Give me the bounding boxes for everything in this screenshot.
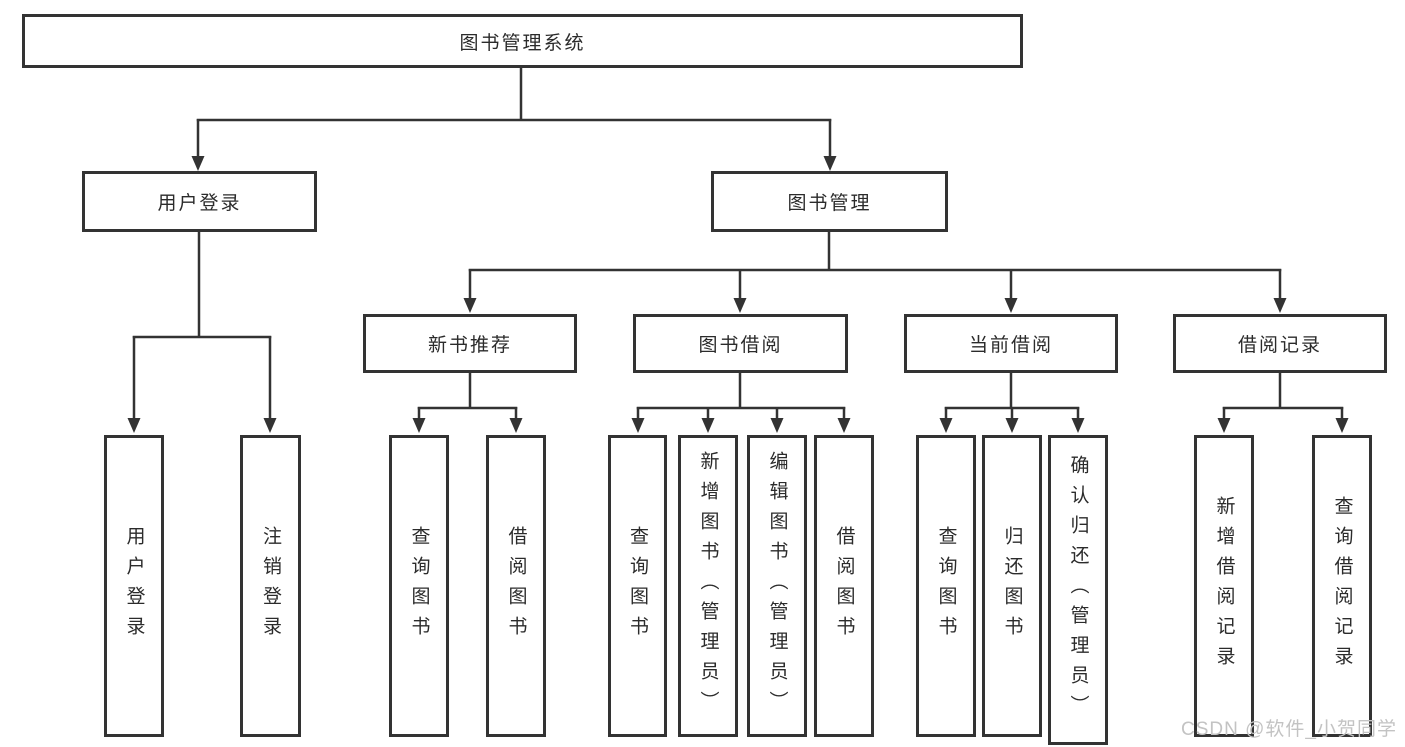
node-label: 确认归还（管理员） (1067, 455, 1089, 725)
node-label: 注销登录 (260, 526, 281, 646)
node-label: 用户登录 (157, 193, 242, 214)
node-label: 图书管理 (787, 193, 872, 214)
node-label: 编辑图书（管理员） (766, 451, 788, 721)
node-user-login: 用户登录 (82, 171, 317, 232)
node-label: 用户登录 (123, 526, 145, 646)
node-label: 归还图书 (1001, 526, 1023, 646)
node-new-book-recommend: 新书推荐 (363, 314, 577, 373)
leaf-borrow-books: 借阅图书 (814, 435, 874, 737)
node-label: 查询借阅记录 (1331, 496, 1353, 676)
leaf-query-books-borrow: 查询图书 (608, 435, 667, 737)
leaf-query-books-recommend: 查询图书 (389, 435, 449, 737)
leaf-borrow-books-recommend: 借阅图书 (486, 435, 546, 737)
node-label: 借阅记录 (1237, 335, 1322, 356)
leaf-add-book-admin: 新增图书（管理员） (678, 435, 738, 737)
node-label: 新增图书（管理员） (697, 451, 719, 721)
node-label: 新增借阅记录 (1213, 496, 1235, 676)
node-library-management-system: 图书管理系统 (22, 14, 1023, 68)
node-current-borrow: 当前借阅 (904, 314, 1118, 373)
node-label: 查询图书 (935, 526, 957, 646)
leaf-return-book: 归还图书 (982, 435, 1042, 737)
node-label: 查询图书 (408, 526, 430, 646)
node-label: 查询图书 (627, 526, 648, 646)
node-label: 图书管理系统 (459, 32, 586, 54)
node-label: 当前借阅 (968, 335, 1053, 356)
leaf-logout: 注销登录 (240, 435, 301, 737)
leaf-query-borrow-record: 查询借阅记录 (1312, 435, 1372, 737)
leaf-query-books-current: 查询图书 (916, 435, 976, 737)
leaf-user-login: 用户登录 (104, 435, 164, 737)
node-book-borrow: 图书借阅 (633, 314, 848, 373)
leaf-add-borrow-record: 新增借阅记录 (1194, 435, 1254, 737)
node-label: 借阅图书 (833, 526, 855, 646)
node-label: 图书借阅 (698, 335, 783, 356)
csdn-watermark: CSDN @软件_小贺同学 (1181, 719, 1397, 740)
node-label: 借阅图书 (505, 526, 527, 646)
node-label: 新书推荐 (427, 335, 512, 356)
node-borrow-records: 借阅记录 (1173, 314, 1387, 373)
node-book-management: 图书管理 (711, 171, 948, 232)
leaf-confirm-return-admin: 确认归还（管理员） (1048, 435, 1108, 745)
leaf-edit-book-admin: 编辑图书（管理员） (747, 435, 807, 737)
